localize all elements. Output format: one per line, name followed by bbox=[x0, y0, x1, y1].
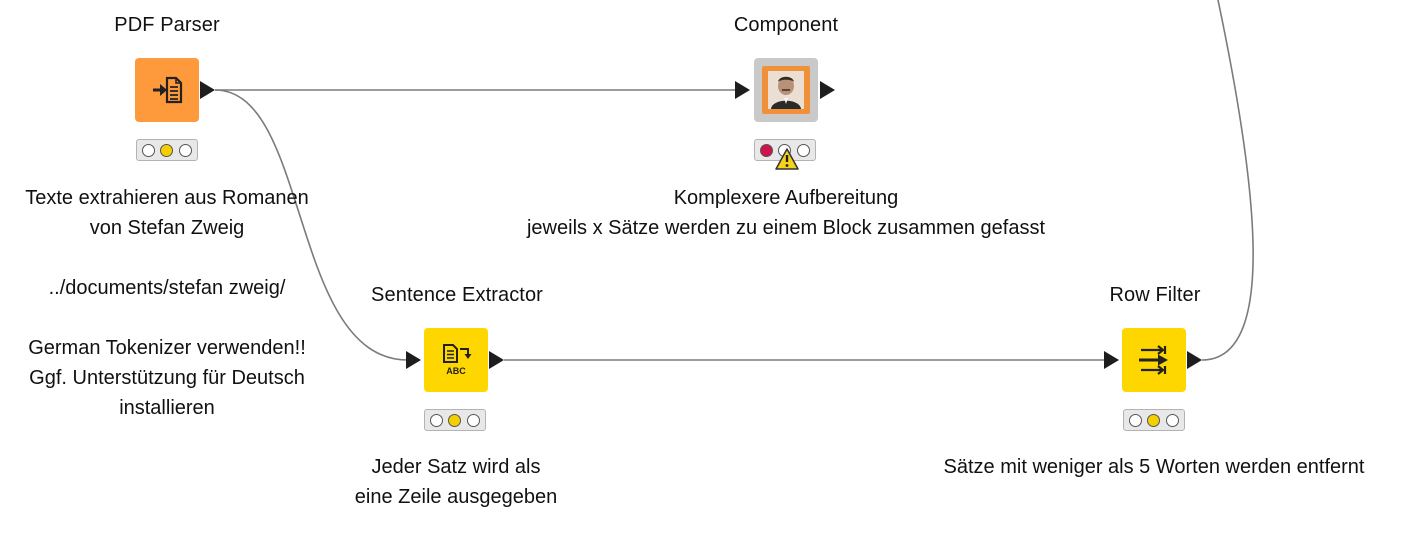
sentence-extract-icon: ABC bbox=[443, 344, 472, 376]
node-title-pdf-parser: PDF Parser bbox=[114, 14, 220, 36]
output-port-component[interactable] bbox=[820, 81, 835, 99]
connection-row-filter-outgoing[interactable] bbox=[1201, 0, 1254, 361]
status-lamp bbox=[467, 413, 481, 427]
node-title-sentence-extractor: Sentence Extractor bbox=[371, 284, 543, 306]
output-port-row-filter[interactable] bbox=[1187, 351, 1202, 369]
node-row-filter[interactable] bbox=[1122, 328, 1186, 392]
input-port-sentence-extractor[interactable] bbox=[406, 351, 421, 369]
node-title-component: Component bbox=[733, 14, 839, 36]
warning-icon[interactable] bbox=[775, 148, 799, 170]
status-traffic-light-row-filter bbox=[1123, 409, 1185, 431]
status-lamp bbox=[797, 143, 811, 157]
status-traffic-light-pdf-parser bbox=[136, 139, 198, 161]
status-lamp bbox=[1128, 413, 1142, 427]
document-import-icon bbox=[153, 76, 183, 104]
status-traffic-light-sentence-extractor bbox=[424, 409, 486, 431]
node-component[interactable] bbox=[754, 58, 818, 122]
output-port-pdf-parser[interactable] bbox=[200, 81, 215, 99]
status-lamp bbox=[179, 143, 193, 157]
portrait-icon bbox=[768, 71, 804, 109]
output-port-sentence-extractor[interactable] bbox=[489, 351, 504, 369]
node-sentence-extractor[interactable]: ABC bbox=[424, 328, 488, 392]
status-lamp bbox=[1166, 413, 1180, 427]
status-lamp-configured bbox=[160, 143, 174, 157]
filter-arrows-icon bbox=[1139, 345, 1168, 375]
node-annotation-row-filter[interactable]: Sätze mit weniger als 5 Worten werden en… bbox=[943, 456, 1365, 478]
status-lamp-error bbox=[759, 143, 773, 157]
node-annotation-component[interactable]: Komplexere Aufbereitung jeweils x Sätze … bbox=[526, 187, 1046, 239]
component-inner-frame bbox=[762, 66, 810, 114]
status-lamp-configured bbox=[1147, 413, 1161, 427]
input-port-row-filter[interactable] bbox=[1104, 351, 1119, 369]
node-annotation-pdf-parser[interactable]: Texte extrahieren aus Romanen von Stefan… bbox=[25, 187, 309, 419]
status-lamp bbox=[429, 413, 443, 427]
status-lamp-configured bbox=[448, 413, 462, 427]
status-lamp bbox=[141, 143, 155, 157]
node-title-row-filter: Row Filter bbox=[1109, 284, 1201, 306]
node-annotation-sentence-extractor[interactable]: Jeder Satz wird als eine Zeile ausgegebe… bbox=[354, 456, 558, 508]
sentence-extract-icon-label: ABC bbox=[446, 366, 466, 376]
input-port-component[interactable] bbox=[735, 81, 750, 99]
node-pdf-parser[interactable] bbox=[135, 58, 199, 122]
